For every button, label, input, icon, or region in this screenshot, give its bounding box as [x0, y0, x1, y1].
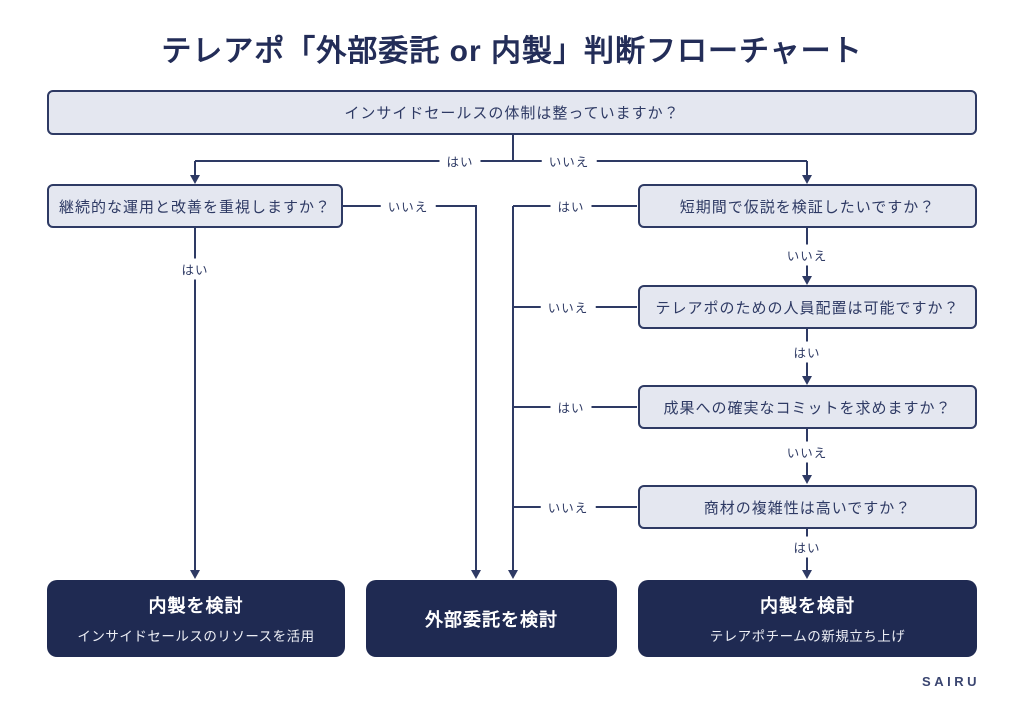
question-text: 商材の複雑性は高いですか？: [703, 499, 912, 517]
edge-label-complexity-no: いいえ: [540, 496, 596, 518]
question-text: 成果への確実なコミットを求めますか？: [663, 399, 952, 417]
edge-label-continuity-no: いいえ: [380, 195, 436, 217]
result-box-outsource: 外部委託を検討: [366, 580, 617, 657]
question-text: 短期間で仮説を検証したいですか？: [679, 198, 936, 216]
edge-label-staffing-no: いいえ: [540, 296, 596, 318]
result-subtitle: テレアポチームの新規立ち上げ: [709, 629, 906, 644]
question-text: テレアポのための人員配置は可能ですか？: [655, 299, 960, 317]
result-box-inhouse-left: 内製を検討 インサイドセールスのリソースを活用: [47, 580, 345, 657]
edge-label-staffing-yes: はい: [786, 341, 828, 363]
result-title: 内製を検討: [148, 596, 244, 616]
question-box-root: インサイドセールスの体制は整っていますか？: [47, 90, 977, 135]
edge-label-complexity-yes: はい: [786, 536, 828, 558]
edge-label-hypothesis-no: いいえ: [779, 244, 835, 266]
question-box-commit: 成果への確実なコミットを求めますか？: [638, 385, 977, 429]
question-text: インサイドセールスの体制は整っていますか？: [344, 105, 680, 122]
result-box-inhouse-right: 内製を検討 テレアポチームの新規立ち上げ: [638, 580, 977, 657]
flowchart-title: テレアポ「外部委託 or 内製」判断フローチャート: [161, 35, 863, 68]
result-title: 内製を検討: [760, 596, 855, 616]
edge-label-root-no: いいえ: [541, 150, 597, 172]
question-box-hypothesis: 短期間で仮説を検証したいですか？: [638, 184, 977, 228]
result-title: 外部委託を検討: [425, 609, 558, 630]
edge-label-commit-yes: はい: [550, 396, 592, 418]
edge-label-hypothesis-yes: はい: [550, 195, 592, 217]
question-text: 継続的な運用と改善を重視しますか？: [58, 198, 331, 216]
question-box-complexity: 商材の複雑性は高いですか？: [638, 485, 977, 529]
result-subtitle: インサイドセールスのリソースを活用: [77, 629, 315, 644]
edge-label-commit-no: いいえ: [779, 441, 835, 463]
edge-label-root-yes: はい: [439, 150, 481, 172]
edge-label-continuity-yes: はい: [174, 258, 216, 280]
question-box-staffing: テレアポのための人員配置は可能ですか？: [638, 285, 977, 329]
sairu-logo: SAIRU: [922, 674, 980, 689]
question-box-continuity: 継続的な運用と改善を重視しますか？: [47, 184, 343, 228]
